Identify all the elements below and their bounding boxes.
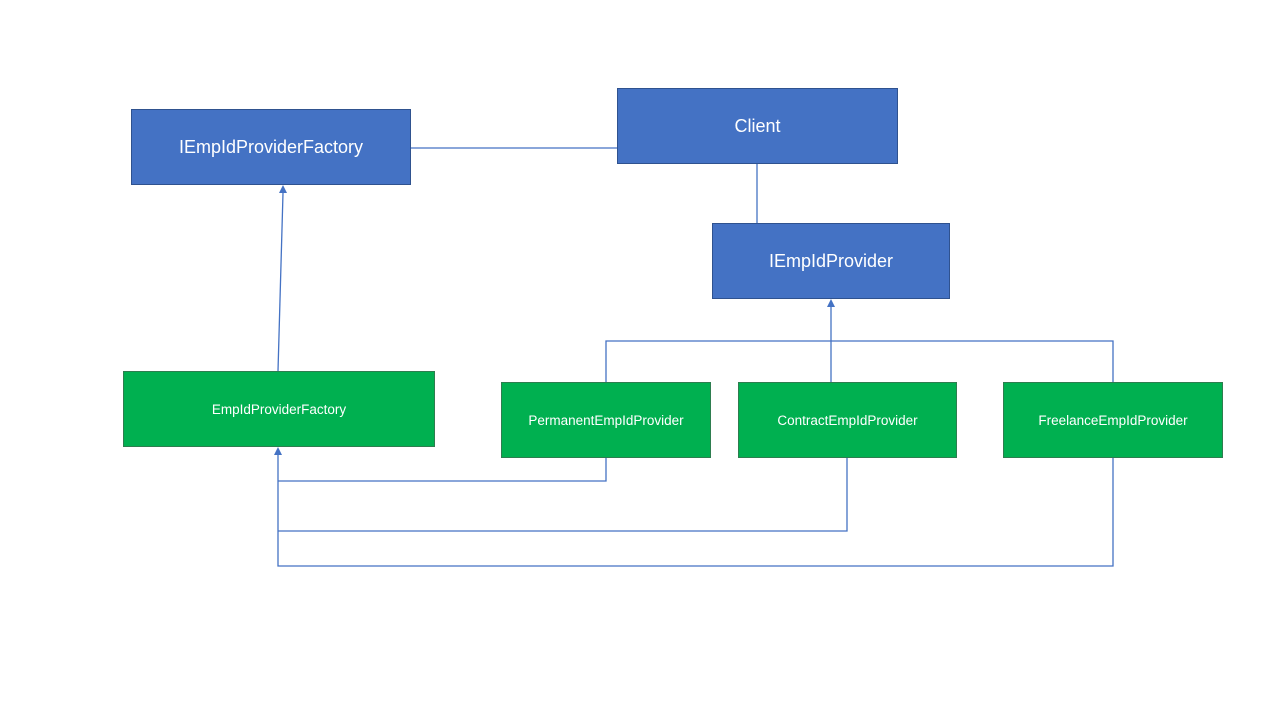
node-label: PermanentEmpIdProvider [528, 412, 684, 428]
edge-factory-to-factory-interface [277, 192, 284, 372]
node-client: Client [617, 88, 898, 164]
node-permanentempidprovider: PermanentEmpIdProvider [501, 382, 711, 458]
arrowheads [274, 185, 835, 455]
edge-permanent-freelance-bus [605, 340, 1114, 382]
connector-lines [277, 147, 1114, 567]
node-label: FreelanceEmpIdProvider [1038, 412, 1188, 428]
node-freelanceempidprovider: FreelanceEmpIdProvider [1003, 382, 1223, 458]
node-label: IEmpIdProviderFactory [178, 136, 364, 157]
node-iempidproviderfactory: IEmpIdProviderFactory [131, 109, 411, 185]
edge-contract-to-factory [278, 458, 848, 532]
node-label: IEmpIdProvider [768, 250, 894, 271]
arrowhead-factory [274, 447, 282, 455]
arrowhead-factory-interface [279, 185, 287, 193]
node-label: Client [734, 115, 781, 136]
node-label: EmpIdProviderFactory [211, 401, 347, 417]
node-empidproviderfactory: EmpIdProviderFactory [123, 371, 435, 447]
edge-permanent-to-factory [278, 458, 607, 482]
node-contractempidprovider: ContractEmpIdProvider [738, 382, 957, 458]
arrowhead-provider-interface [827, 299, 835, 307]
edge-freelance-to-factory [277, 455, 1114, 567]
node-label: ContractEmpIdProvider [777, 412, 918, 428]
node-iempidprovider: IEmpIdProvider [712, 223, 950, 299]
